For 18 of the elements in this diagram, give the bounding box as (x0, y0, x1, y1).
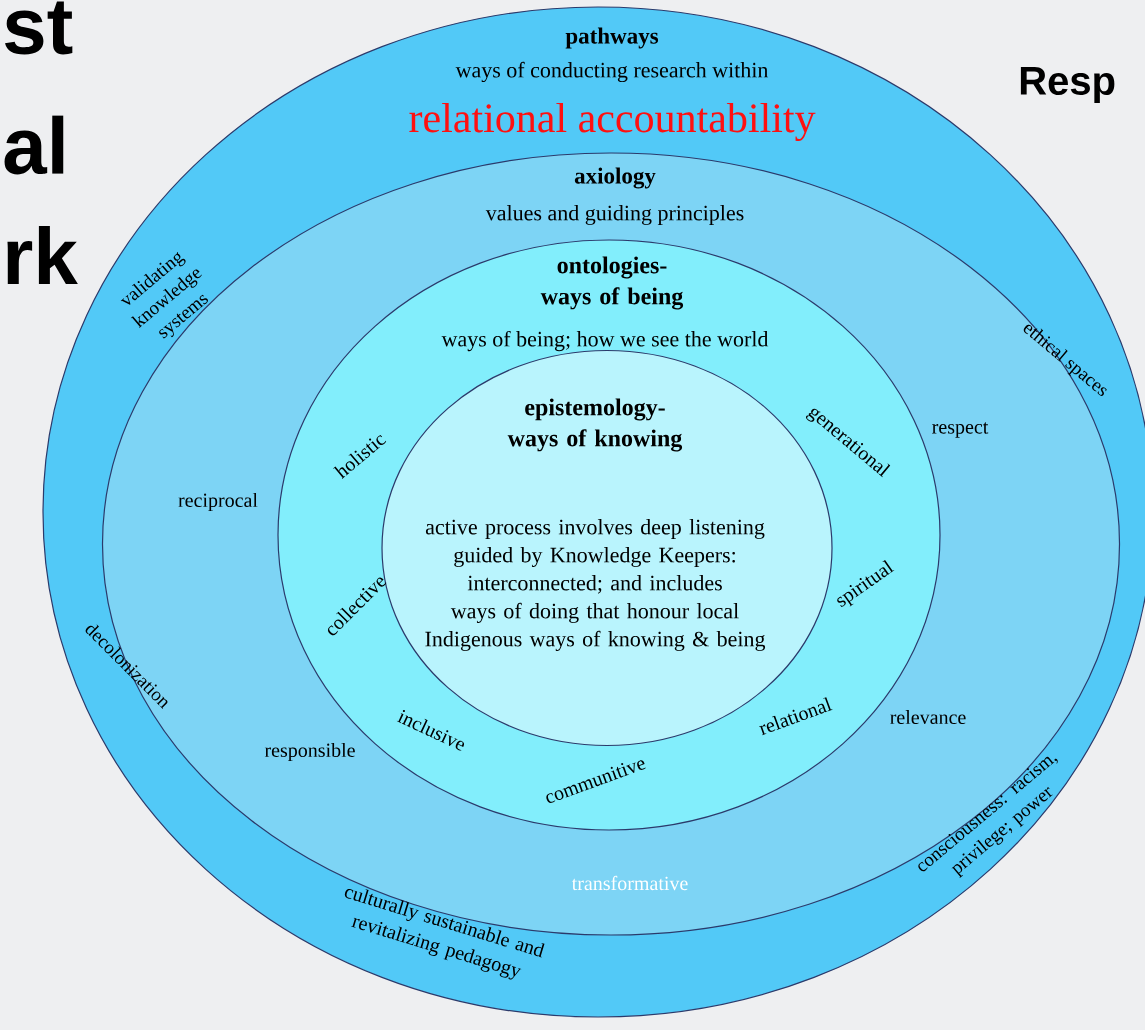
ring-label: transformative (571, 875, 688, 891)
circle-heading: epistemology- ways of knowing (507, 398, 683, 452)
ring-title: relational accountability (409, 102, 816, 142)
heading-fragment: al (4, 115, 64, 175)
ring-label: relevance (890, 709, 966, 725)
ring-heading: axiology (574, 167, 656, 189)
ring-label: responsible (264, 742, 355, 762)
heading-fragment: Resp (1020, 67, 1115, 103)
ring-label: reciprocal (178, 492, 258, 512)
heading-fragment: rk (7, 226, 78, 284)
ring-subtitle: ways of conducting research within (455, 61, 769, 83)
ring-heading: ontologies- ways of being (540, 256, 684, 310)
ring-label: respect (932, 422, 989, 438)
ring-subtitle: values and guiding principles (485, 205, 744, 225)
heading-fragment: st (5, 1, 73, 55)
circle-body: active process involves deep listening guided by Knowledge Keepers: interconnected; and includes ways of doing that honour local Indigenous ways of knowing & being (425, 519, 766, 651)
ring-heading: pathways (565, 27, 659, 49)
ring-subtitle: ways of being; how we see the world (441, 330, 769, 352)
